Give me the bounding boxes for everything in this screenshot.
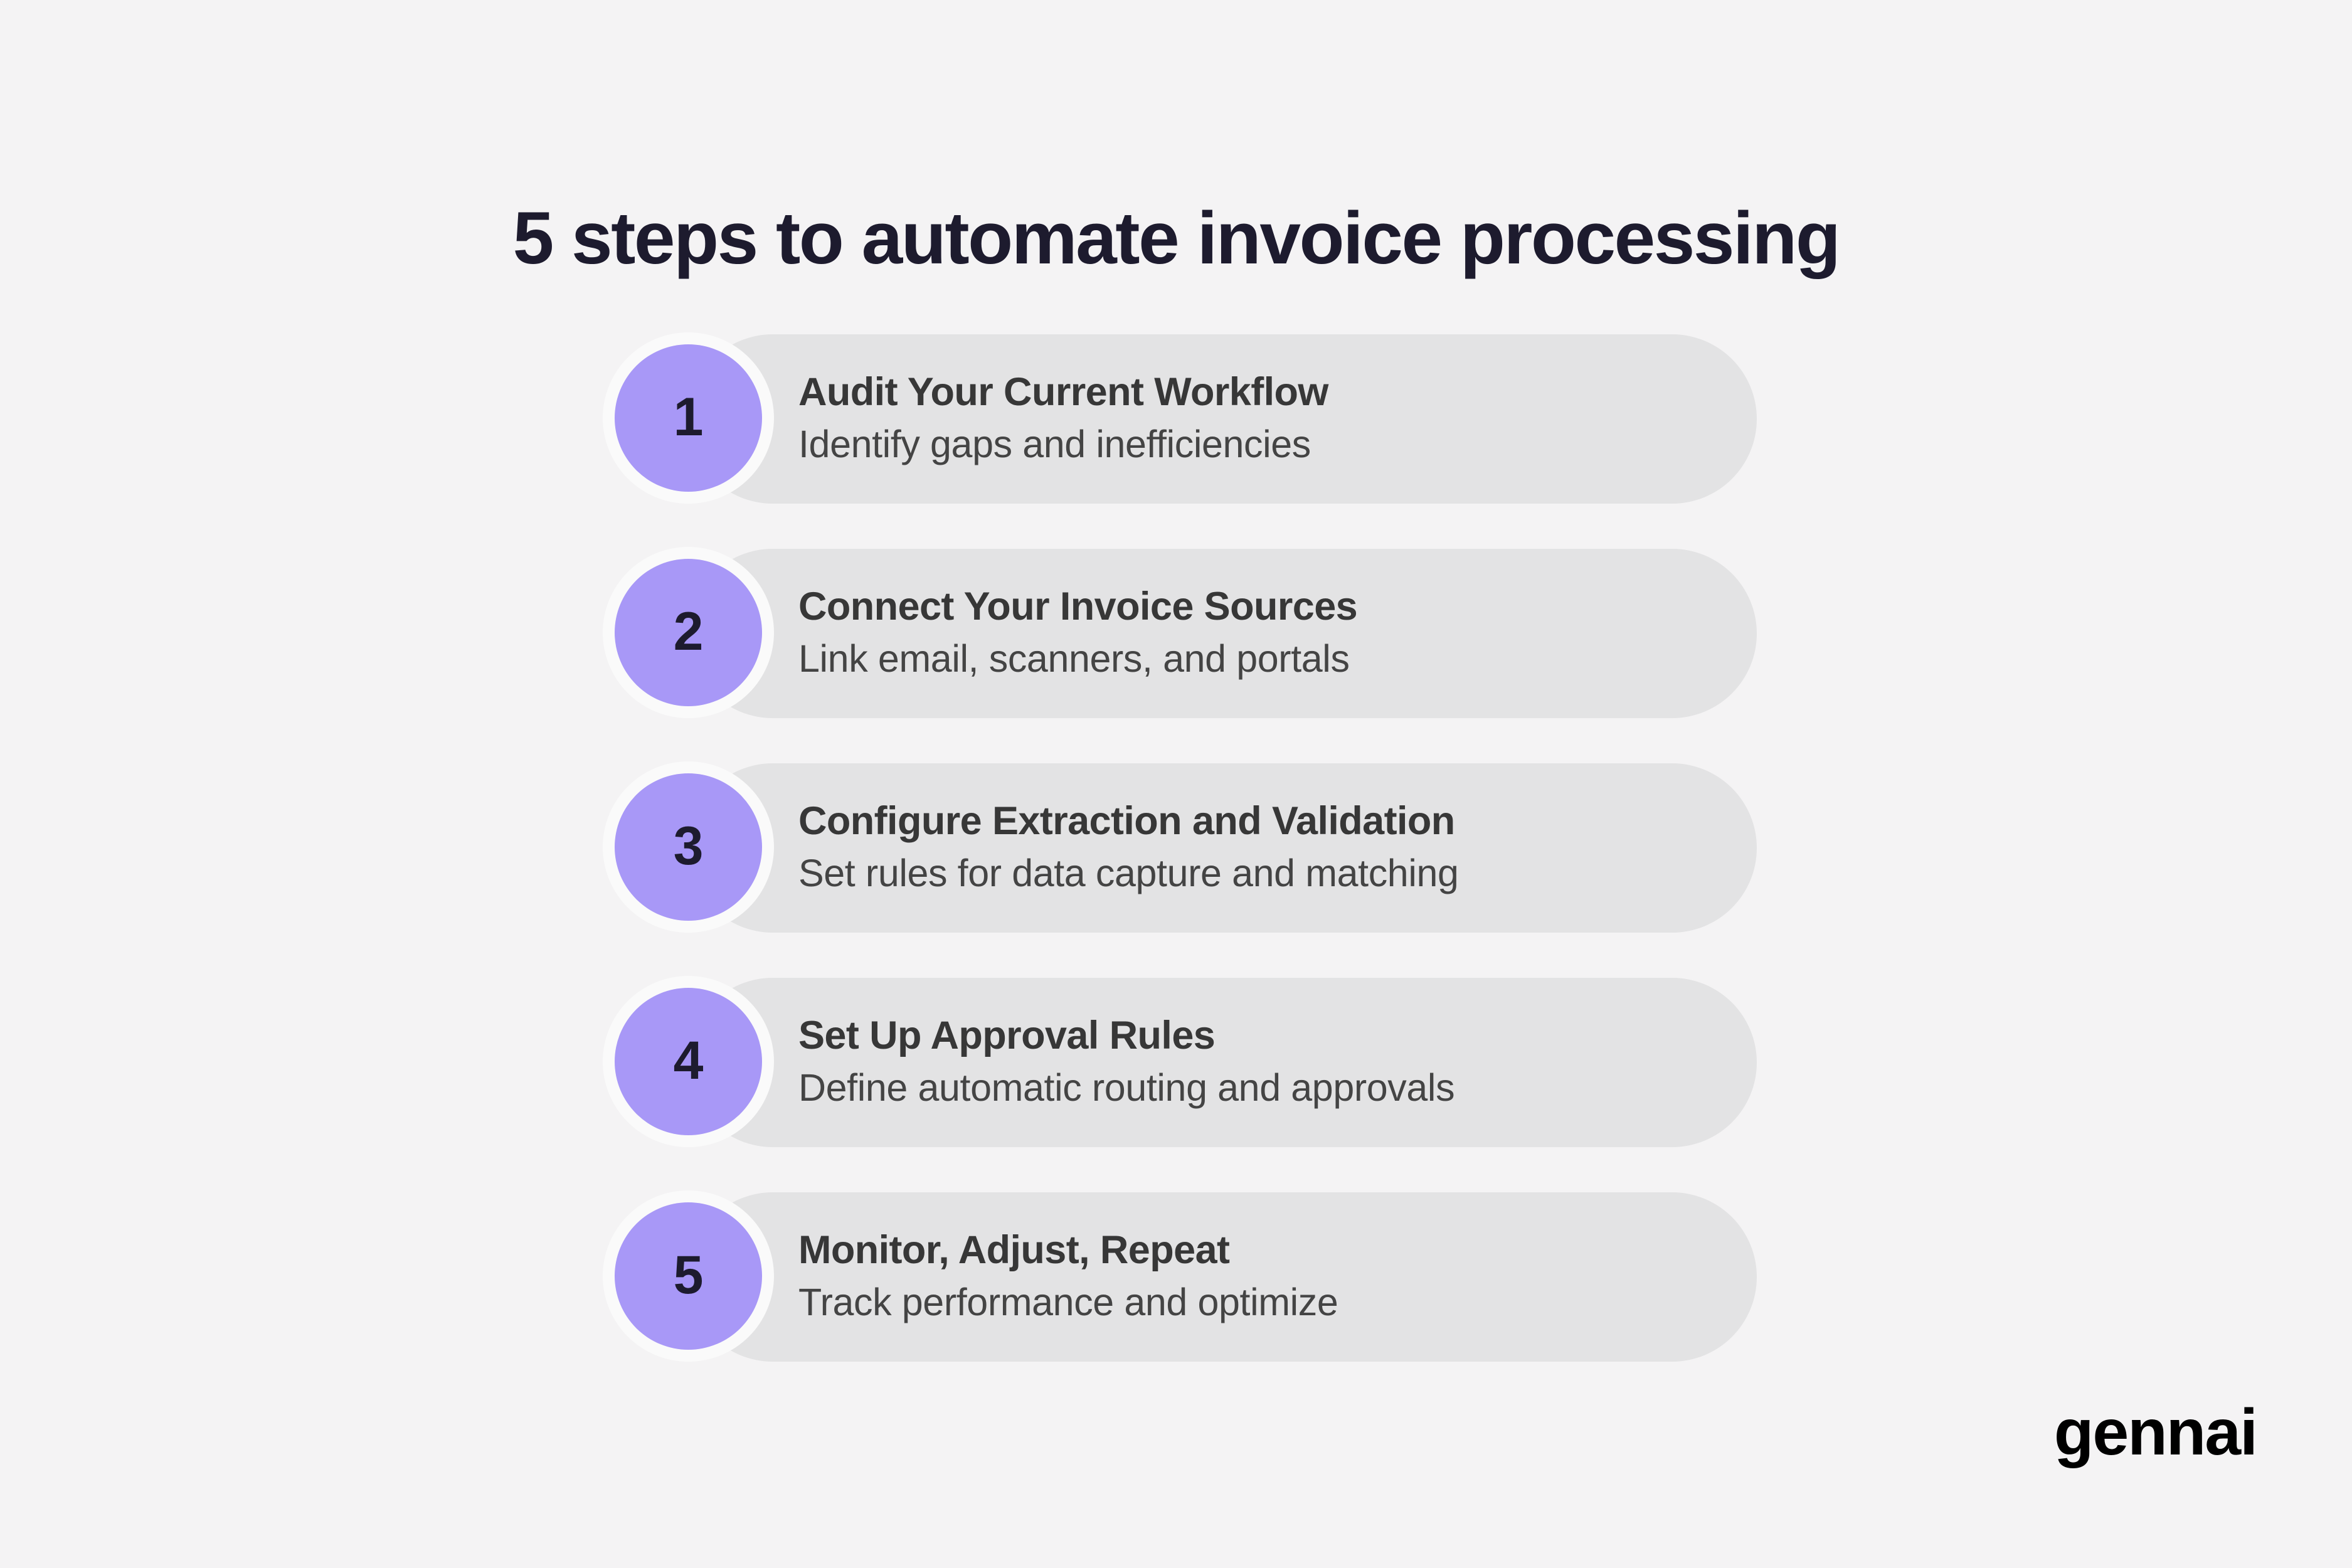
step-badge-4: 4 [615,988,762,1135]
step-title-3: Configure Extraction and Validation [798,799,1455,844]
step-text-4: Set Up Approval Rules Define automatic r… [798,976,1492,1147]
step-description-2: Link email, scanners, and portals [798,637,1350,680]
step-badge-5: 5 [615,1202,762,1350]
step-text-1: Audit Your Current Workflow Identify gap… [798,332,1366,504]
step-description-4: Define automatic routing and approvals [798,1066,1455,1109]
step-description-5: Track performance and optimize [798,1280,1338,1323]
step-pill-3 [688,763,1757,933]
step-pill-2 [688,549,1757,718]
step-text-3: Configure Extraction and Validation Set … [798,761,1496,933]
step-number-4: 4 [673,1030,704,1091]
step-item-5[interactable]: 5 Monitor, Adjust, Repeat Track performa… [603,1190,1757,1362]
step-number-5: 5 [673,1244,704,1305]
step-title-1: Audit Your Current Workflow [798,370,1328,415]
brand-logo: gennai [2053,1396,2258,1469]
step-number-3: 3 [673,815,704,876]
steps-list: 1 Audit Your Current Workflow Identify g… [603,332,1757,1362]
step-pill-1 [688,334,1757,504]
step-pill-4 [688,978,1757,1147]
step-badge-3: 3 [615,773,762,921]
step-badge-1: 1 [615,344,762,492]
page-title: 5 steps to automate invoice processing [512,197,1841,280]
step-badge-2: 2 [615,559,762,706]
step-item-2[interactable]: 2 Connect Your Invoice Sources Link emai… [603,547,1757,718]
step-description-3: Set rules for data capture and matching [798,851,1459,894]
step-item-4[interactable]: 4 Set Up Approval Rules Define automatic… [603,976,1757,1147]
step-number-2: 2 [673,601,704,662]
step-item-1[interactable]: 1 Audit Your Current Workflow Identify g… [603,332,1757,504]
step-title-4: Set Up Approval Rules [798,1014,1216,1058]
step-text-5: Monitor, Adjust, Repeat Track performanc… [798,1190,1375,1362]
step-description-1: Identify gaps and inefficiencies [798,422,1311,465]
step-number-1: 1 [673,386,704,447]
step-item-3[interactable]: 3 Configure Extraction and Validation Se… [603,761,1757,933]
step-pill-5 [688,1192,1757,1362]
step-title-5: Monitor, Adjust, Repeat [798,1228,1230,1273]
step-title-2: Connect Your Invoice Sources [798,585,1358,629]
step-text-2: Connect Your Invoice Sources Link email,… [798,547,1395,718]
